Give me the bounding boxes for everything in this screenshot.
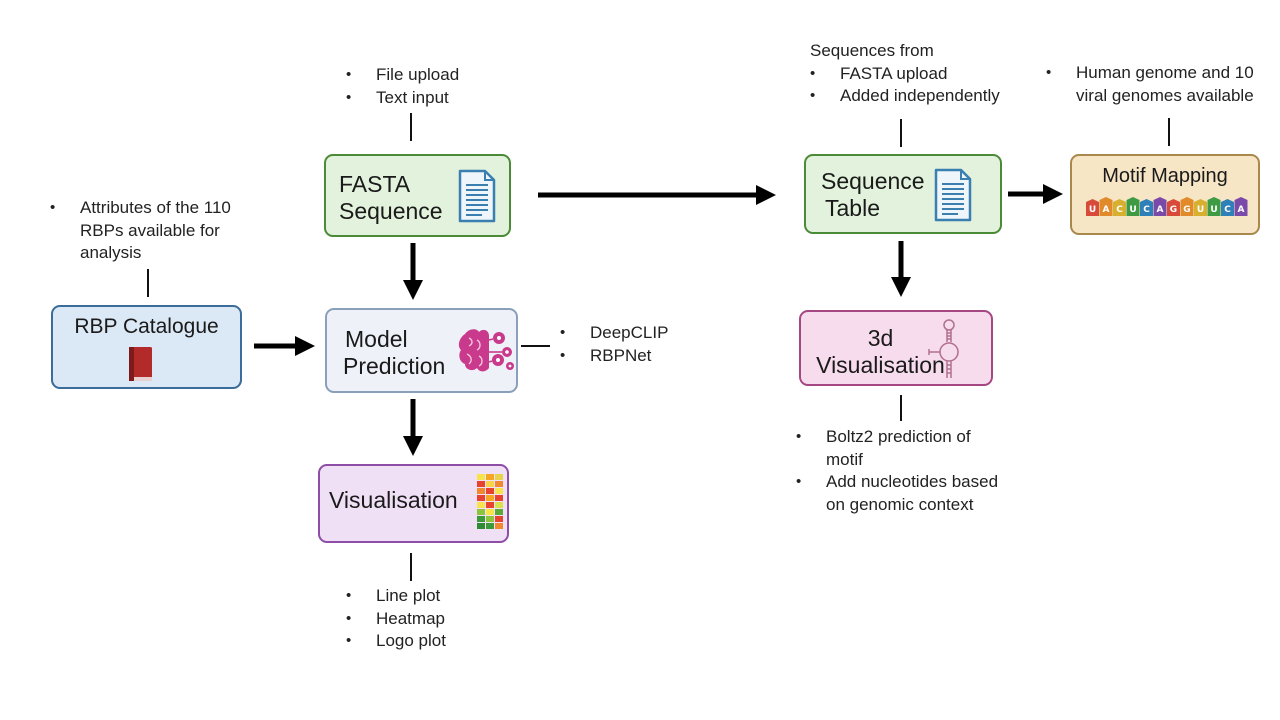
plot-type-notes: Line plot Heatmap Logo plot (346, 585, 446, 653)
title-line: Visualisation (816, 352, 945, 378)
nucleotide-block: A (1099, 197, 1113, 216)
note-item: Boltz2 prediction of motif (796, 426, 998, 471)
book-icon (129, 347, 152, 381)
note-item: Human genome and 10 viral genomes availab… (1046, 62, 1254, 107)
title-line: Model (345, 326, 408, 352)
nucleotide-block: C (1221, 199, 1234, 216)
fasta-sequence-title: FASTA Sequence (339, 171, 443, 225)
note-item: DeepCLIP (560, 322, 668, 345)
nucleotide-block: U (1086, 199, 1099, 216)
visualisation-title: Visualisation (329, 487, 458, 513)
title-line: FASTA (339, 171, 411, 197)
note-line: Human genome and 10 (1076, 63, 1254, 82)
nucleotide-block: C (1113, 199, 1126, 216)
nucleotide-block: U (1194, 199, 1207, 216)
note-line: RBPs available for (80, 220, 220, 240)
nucleotide-letter: G (1170, 205, 1177, 215)
sequence-table-node[interactable]: Sequence Table (804, 154, 1002, 234)
nucleotide-letter: U (1089, 205, 1096, 215)
nucleotide-letter: C (1116, 205, 1123, 215)
nucleotide-block: A (1234, 197, 1248, 216)
nucleotide-letter: G (1183, 205, 1190, 215)
note-item: Text input (346, 87, 459, 110)
nucleotide-letter: C (1224, 205, 1231, 215)
note-line: Attributes of the 110 (80, 198, 231, 217)
nucleotide-block: G (1167, 199, 1180, 216)
nucleotide-block: U (1207, 197, 1221, 216)
connector-motif-notes (1168, 118, 1170, 146)
rna-structure-icon (928, 319, 959, 378)
genome-notes: Human genome and 10 viral genomes availab… (1046, 62, 1254, 107)
note-item: Heatmap (346, 608, 446, 631)
fasta-sequence-node[interactable]: FASTA Sequence (324, 154, 511, 237)
nucleotide-block: U (1126, 197, 1140, 216)
note-line: Add nucleotides based (826, 472, 999, 491)
note-line: viral genomes available (1076, 85, 1254, 105)
note-item: RBPNet (560, 345, 668, 368)
brain-gears-icon (458, 329, 514, 372)
nucleotide-block: C (1140, 199, 1153, 216)
3d-visualisation-node[interactable]: 3d Visualisation (799, 310, 993, 386)
note-line: on genomic context (826, 494, 974, 514)
connector-table-notes (900, 119, 902, 147)
nucleotide-letter: U (1197, 205, 1204, 215)
note-item: Added independently (810, 85, 1000, 108)
heatmap-icon (477, 474, 503, 529)
title-line: 3d (867, 325, 894, 351)
note-item: Logo plot (346, 630, 446, 653)
nucleotide-letter: U (1129, 205, 1136, 215)
motif-mapping-title: Motif Mapping (1102, 165, 1228, 187)
document-icon (934, 168, 972, 222)
nucleotide-letter: A (1157, 205, 1164, 215)
3d-visualisation-title: 3d Visualisation (813, 325, 948, 379)
nucleotide-block: G (1180, 197, 1194, 216)
nucleotide-letter: U (1210, 205, 1217, 215)
note-item: Add nucleotides based on genomic context (796, 471, 998, 516)
model-prediction-node[interactable]: Model Prediction (325, 308, 518, 393)
title-line: Prediction (343, 353, 446, 379)
connector-rbp-notes (147, 269, 149, 297)
note-line: Boltz2 prediction of (826, 427, 971, 446)
note-item: Line plot (346, 585, 446, 608)
sequence-table-title: Sequence Table (821, 168, 925, 222)
connector-model-notes (521, 345, 550, 347)
note-heading: Sequences from (810, 41, 934, 60)
connector-3d-notes (900, 395, 902, 421)
nucleotide-block: A (1153, 197, 1167, 216)
title-line: Sequence (339, 198, 443, 224)
connector-fasta-notes (410, 113, 412, 141)
nucleotide-letter: A (1238, 205, 1245, 215)
sequence-source-notes: Sequences from FASTA upload Added indepe… (810, 40, 1000, 108)
connector-plot-notes (410, 553, 412, 581)
title-line: Sequence (821, 168, 925, 194)
visualisation-node[interactable]: Visualisation (318, 464, 509, 543)
title-line: Table (825, 195, 880, 221)
model-prediction-title: Model Prediction (343, 326, 446, 380)
note-line: motif (826, 449, 863, 469)
note-item: File upload (346, 64, 459, 87)
nucleotide-letter: A (1103, 205, 1110, 215)
rbp-catalogue-title: RBP Catalogue (74, 315, 219, 338)
fasta-input-notes: File upload Text input (346, 64, 459, 109)
nucleotide-letter: C (1143, 205, 1150, 215)
note-item: FASTA upload (810, 63, 1000, 86)
structure-notes: Boltz2 prediction of motif Add nucleotide… (796, 426, 998, 516)
note-line: analysis (80, 243, 142, 262)
rbp-catalogue-node[interactable]: RBP Catalogue (51, 305, 242, 389)
document-icon (458, 169, 496, 223)
model-notes: DeepCLIP RBPNet (560, 322, 668, 367)
